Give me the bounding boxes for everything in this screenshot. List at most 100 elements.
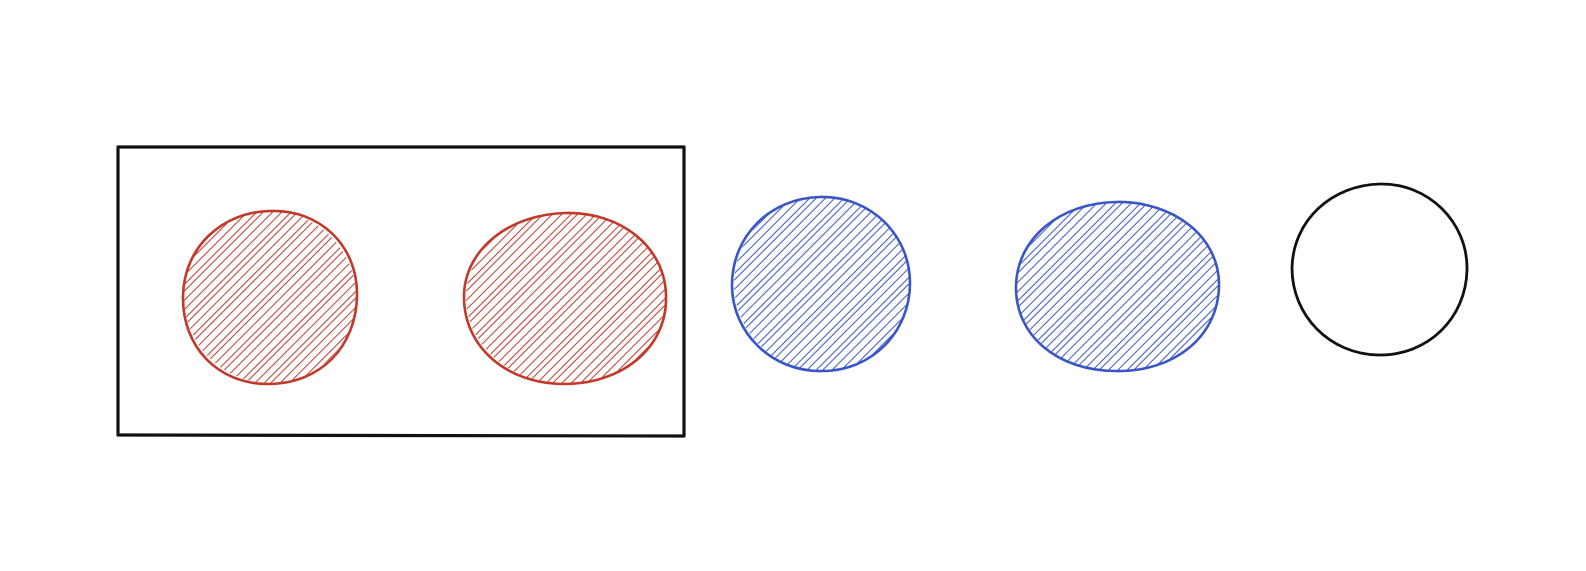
hatch-line	[755, 197, 910, 371]
hatch-line	[466, 212, 666, 384]
hatch-line	[1129, 202, 1220, 372]
hatch-line	[184, 211, 326, 383]
hatch-line	[1016, 202, 1161, 372]
hatch-line	[1016, 202, 1220, 372]
blue-circle-1-outline	[730, 195, 912, 373]
hatch-line	[1016, 202, 1220, 372]
hatch-line	[1070, 202, 1220, 372]
hatch-line	[466, 212, 585, 384]
hatch-line	[734, 197, 887, 371]
hatch-line	[1016, 202, 1170, 372]
hatch-line	[1016, 202, 1144, 372]
hatch-line	[548, 212, 666, 384]
hatch-line	[466, 212, 560, 384]
hatch-line	[1019, 202, 1220, 372]
hatch-line	[466, 212, 534, 384]
hatch-line	[184, 211, 241, 383]
red-hatched-circle-2	[462, 211, 668, 386]
hatch-line	[466, 212, 611, 384]
red-hatched-circle-1	[181, 209, 359, 386]
hatch-line	[1044, 202, 1220, 372]
hatch-line	[466, 212, 666, 384]
hatch-line	[763, 197, 910, 371]
hatch-line	[1061, 202, 1220, 372]
hatch-line	[1078, 202, 1220, 372]
hatch-line	[237, 211, 356, 383]
hatch-line	[1016, 202, 1178, 372]
blue-hatched-circle-1	[730, 195, 912, 373]
hatch-line	[466, 212, 666, 384]
hatch-line	[1016, 202, 1136, 372]
hatch-line	[466, 212, 666, 384]
hatch-line	[1138, 202, 1220, 372]
hatch-line	[1016, 202, 1085, 372]
hatch-line	[1146, 202, 1220, 372]
hatch-line	[734, 197, 895, 371]
empty-circle-outline	[1290, 182, 1469, 357]
hatch-line	[1104, 202, 1220, 372]
hatch-line	[466, 212, 666, 384]
blue-hatch-fill-2	[1016, 202, 1220, 372]
hatch-line	[245, 211, 356, 383]
hatch-line	[184, 211, 335, 383]
hatch-line	[228, 211, 356, 383]
red-circle-1-outline	[181, 209, 359, 386]
hatch-line	[1016, 202, 1220, 372]
hatch-line	[1016, 202, 1127, 372]
hatch-line	[514, 212, 666, 384]
hatch-line	[203, 211, 356, 383]
hatch-line	[734, 197, 836, 371]
blue-hatch-fill-1	[734, 197, 910, 371]
hatch-line	[1016, 202, 1187, 372]
hatch-line	[466, 212, 568, 384]
hatch-line	[1036, 202, 1220, 372]
hatch-line	[734, 197, 844, 371]
hatch-line	[531, 212, 666, 384]
hatch-line	[806, 197, 910, 371]
hatch-line	[184, 211, 292, 383]
group-box	[116, 145, 686, 438]
hatch-line	[734, 197, 878, 371]
hatch-line	[466, 212, 666, 384]
hatch-line	[466, 212, 602, 384]
hatch-line	[1016, 202, 1220, 372]
hatch-line	[184, 211, 309, 383]
hatch-line	[565, 212, 666, 384]
hatch-line	[466, 212, 653, 384]
hatch-line	[1016, 202, 1119, 372]
blue-hatched-circle-2	[1014, 200, 1221, 373]
hatch-line	[489, 212, 666, 384]
hatch-line	[1087, 202, 1220, 372]
hatch-line	[466, 212, 577, 384]
hatch-line	[466, 212, 594, 384]
hatch-line	[184, 211, 301, 383]
hatch-line	[734, 197, 853, 371]
hatch-line	[1016, 202, 1195, 372]
blue-circle-2-outline	[1014, 200, 1221, 373]
hatch-line	[1016, 202, 1204, 372]
hatch-line	[506, 212, 666, 384]
hatch-line	[466, 212, 543, 384]
hatch-line	[184, 211, 318, 383]
hatch-line	[466, 212, 551, 384]
hatch-line	[466, 212, 666, 384]
hatch-line	[1016, 202, 1110, 372]
hatch-line	[497, 212, 666, 384]
hatch-line	[472, 212, 666, 384]
hatch-line	[466, 212, 666, 384]
hatch-line	[523, 212, 666, 384]
red-hatch-fill-2	[466, 212, 666, 384]
hatch-line	[1016, 202, 1093, 372]
hatch-line	[772, 197, 910, 371]
hatch-line	[734, 197, 861, 371]
hatch-line	[780, 197, 910, 371]
hatch-line	[466, 212, 645, 384]
hatch-line	[1053, 202, 1220, 372]
hatch-line	[1016, 202, 1220, 372]
hatch-line	[466, 212, 628, 384]
hatch-line	[220, 211, 356, 383]
hatch-line	[1121, 202, 1220, 372]
red-circle-2-outline	[462, 211, 668, 386]
hatch-line	[1016, 202, 1220, 372]
